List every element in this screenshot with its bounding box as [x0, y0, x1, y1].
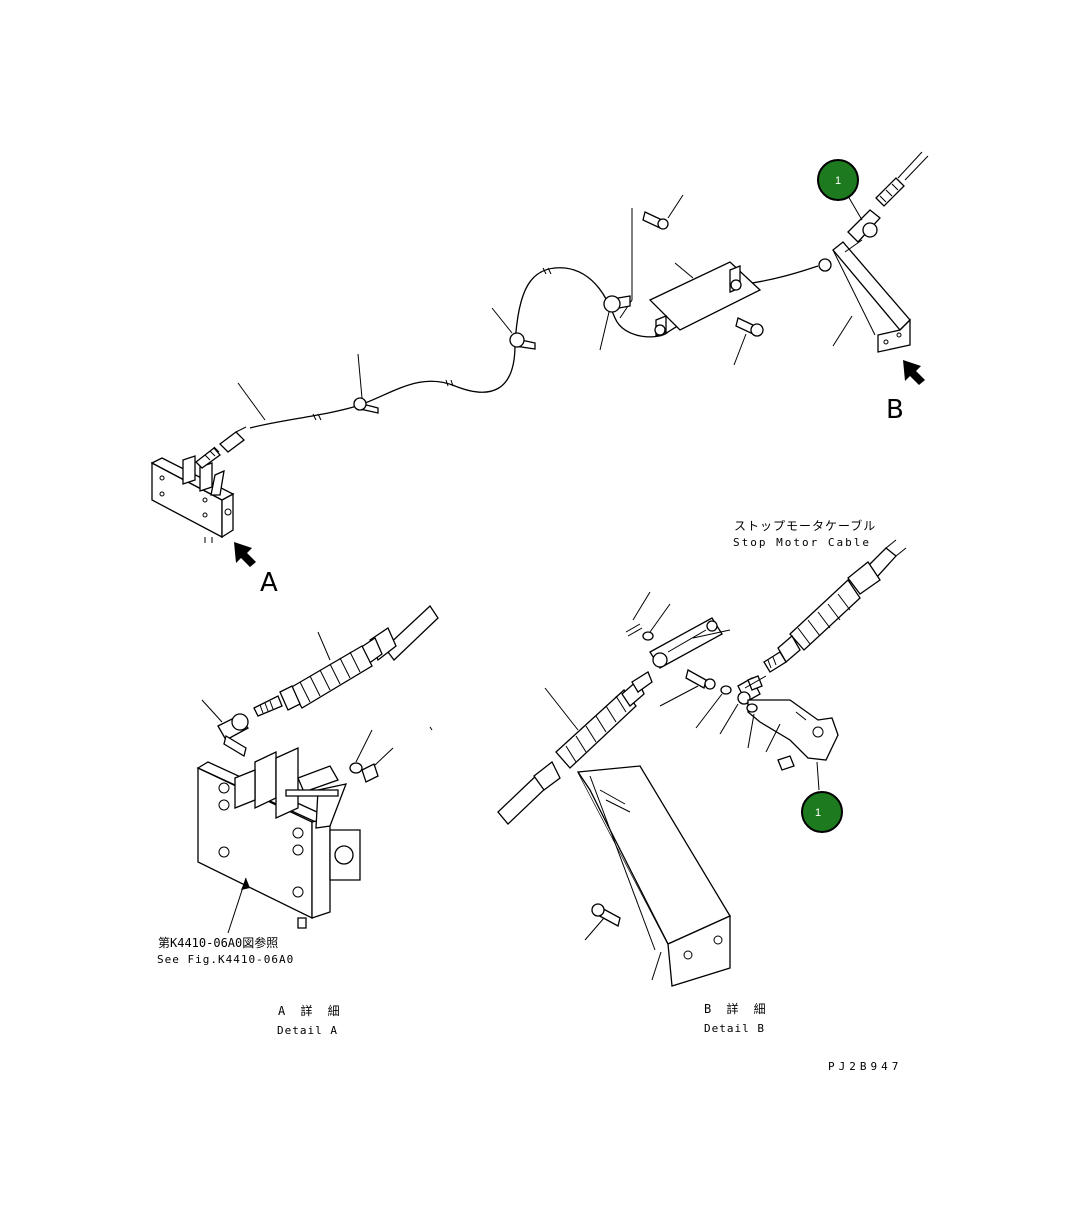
bellows-b-upper — [789, 579, 861, 651]
view-arrow-b — [903, 360, 925, 385]
clamp-1 — [353, 397, 379, 414]
callout-badge-1-detail[interactable]: 1 — [801, 791, 843, 833]
callout-number: 1 — [835, 175, 841, 187]
view-label-a: A — [260, 568, 278, 598]
bolt-1-overview — [642, 211, 669, 230]
support-bracket-overview — [648, 261, 762, 337]
detail-a-title-en: Detail A — [277, 1024, 338, 1037]
cable-end-a-overview — [195, 426, 247, 469]
detail-b-drawing — [497, 539, 907, 987]
view-arrow-a — [234, 542, 256, 567]
reference-note-en: See Fig.K4410-06A0 — [157, 953, 294, 966]
bellows-a — [289, 645, 373, 709]
detail-a-title-jp: A 詳 細 — [278, 1003, 344, 1018]
detail-a-drawing — [196, 605, 439, 934]
clamp-2 — [509, 332, 536, 350]
callout-badge-1-top[interactable]: 1 — [817, 159, 859, 201]
cable-end-b-overview — [818, 151, 929, 272]
detail-b-title-en: Detail B — [704, 1022, 765, 1035]
angle-bracket-b-overview — [832, 241, 911, 353]
reference-note-jp: 第K4410-06A0図参照 — [158, 935, 278, 950]
cable-label-en: Stop Motor Cable — [733, 536, 871, 549]
clamp-3 — [603, 208, 633, 319]
mounting-plate-a-overview — [150, 455, 235, 543]
view-label-b: B — [886, 395, 904, 425]
detail-b-title-jp: B 詳 細 — [704, 1001, 770, 1016]
overview-assembly — [150, 151, 929, 543]
callout-number: 1 — [815, 807, 821, 819]
bolt-2-overview — [735, 317, 764, 337]
bellows-b-lower — [555, 689, 637, 769]
cable-label-jp: ストップモータケーブル — [734, 518, 876, 533]
drawing-code: PJ2B947 — [828, 1060, 902, 1073]
